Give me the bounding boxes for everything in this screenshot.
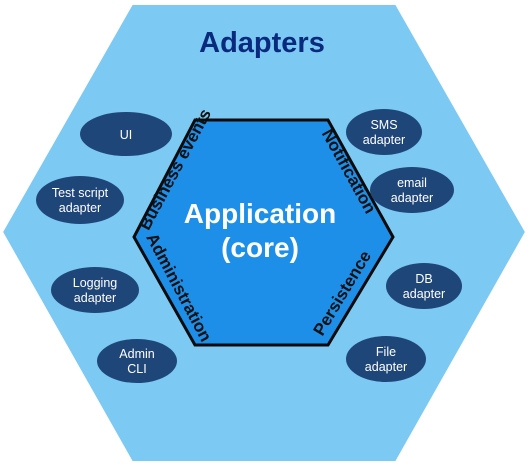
adapter-test-script-label-line2: adapter (59, 201, 101, 215)
adapter-sms-label-line2: adapter (363, 133, 405, 147)
application-core-hexagon (132, 118, 395, 347)
adapter-email-label-line2: adapter (391, 191, 433, 205)
adapter-logging-label-line2: adapter (74, 291, 116, 305)
core-title-line2: (core) (221, 232, 299, 263)
adapter-test-script: Test script adapter (36, 176, 124, 224)
adapter-admin-cli-label-line2: CLI (127, 362, 146, 376)
adapter-admin-cli-label-line1: Admin (119, 347, 154, 361)
adapter-sms: SMS adapter (346, 109, 422, 155)
core-title-line1: Application (184, 198, 336, 229)
adapter-logging-label-line1: Logging (73, 276, 118, 290)
adapter-test-script-label-line1: Test script (52, 186, 109, 200)
adapter-db-label-line2: adapter (403, 287, 445, 301)
adapter-email-label-line1: email (397, 176, 427, 190)
adapter-file-label-line2: adapter (365, 360, 407, 374)
adapter-db-label-line1: DB (415, 272, 432, 286)
adapter-ui-label: UI (120, 128, 133, 142)
adapter-admin-cli: Admin CLI (97, 339, 177, 383)
adapters-title: Adapters (199, 27, 325, 59)
adapter-sms-label-line1: SMS (370, 118, 397, 132)
adapter-ui: UI (80, 112, 172, 156)
adapter-db: DB adapter (386, 263, 462, 309)
adapter-email: email adapter (370, 167, 454, 213)
adapter-file-label-line1: File (376, 345, 396, 359)
adapter-logging: Logging adapter (51, 267, 139, 313)
adapter-file: File adapter (346, 336, 426, 382)
